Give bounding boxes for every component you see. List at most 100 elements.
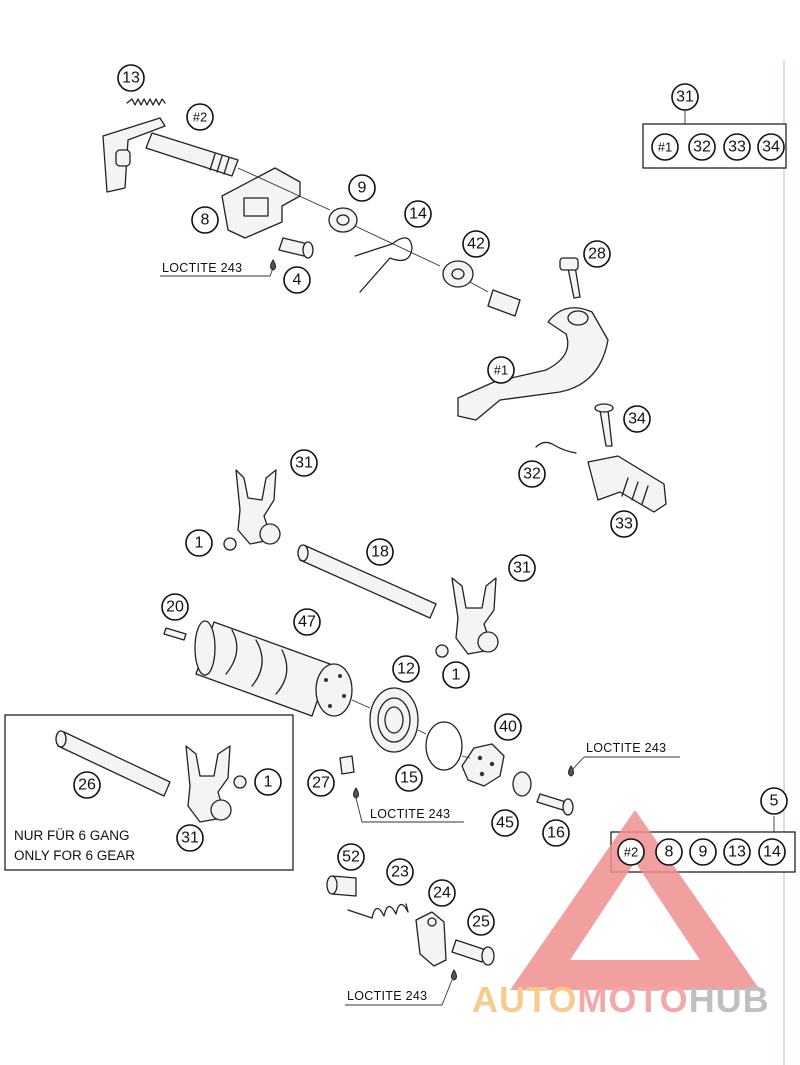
svg-text:14: 14: [763, 844, 781, 861]
svg-text:31: 31: [513, 560, 531, 577]
svg-text:34: 34: [628, 411, 646, 428]
lever-24-hole-drawing: [427, 917, 437, 927]
callout-1-inset: 31: [176, 824, 204, 852]
lever-window-drawing: [243, 197, 269, 217]
callout-5: 5: [760, 787, 788, 815]
loctite-note-2: LOCTITE 243: [586, 741, 666, 755]
svg-text:15: 15: [400, 770, 418, 787]
inset-note-de: NUR FÜR 6 GANG: [14, 828, 130, 843]
part-callouts: 13 #2 9 14 42 8 4 28 #1 34 32 33 31 31 1…: [73, 64, 788, 936]
callout-28: 28: [583, 240, 611, 268]
callout-31: 31: [671, 83, 699, 111]
fork-upper-boss-drawing: [259, 523, 281, 545]
spring-23-drawing: [347, 903, 409, 919]
bearing-40-race-drawing: [377, 697, 411, 743]
bolt-26-drawing: [339, 755, 355, 775]
svg-text:12: 12: [397, 661, 415, 678]
svg-text:28: 28: [588, 246, 606, 263]
bushing-9-drawing: [328, 207, 358, 233]
svg-text:45: 45: [496, 815, 514, 832]
callout-18-right: 1: [442, 661, 470, 689]
svg-text:27: 27: [312, 775, 330, 792]
callout-1-right: 31: [508, 554, 536, 582]
rod-20-end-drawing: [297, 544, 309, 562]
callout-9: 9: [348, 174, 376, 202]
shift-star-15-drawing: [461, 743, 505, 787]
svg-text:13: 13: [122, 70, 140, 87]
kit-31-item-1: #1: [651, 133, 679, 161]
watermark-text-part3: HUB: [689, 979, 770, 1020]
callout-13: 13: [117, 64, 145, 92]
loctite-note-3: LOCTITE 243: [370, 807, 450, 821]
clip-32-drawing: [535, 441, 577, 454]
washer-16-drawing: [512, 771, 532, 797]
callout-25: 25: [467, 908, 495, 936]
callout-42: 42: [462, 230, 490, 258]
kit-5-item-4: 13: [723, 838, 751, 866]
callout-32: 32: [518, 460, 546, 488]
svg-text:18: 18: [371, 544, 389, 561]
svg-text:#2: #2: [193, 110, 207, 125]
svg-text:47: 47: [298, 614, 316, 631]
spring-13-drawing: [126, 98, 166, 106]
kit-31-item-4: 34: [757, 133, 785, 161]
detent-lever-24-drawing: [415, 911, 447, 967]
callout-19: 26: [73, 771, 101, 799]
drum-grooves-drawing: [225, 629, 288, 695]
svg-text:9: 9: [699, 844, 708, 861]
loctite-drop-4-drawing: [451, 969, 457, 981]
star-pin-a: [324, 678, 328, 682]
shift-plate-drawing: [102, 117, 166, 193]
watermark-text: AUTOMOTOHUB: [472, 979, 770, 1020]
loctite-leader-2: [571, 756, 680, 771]
assembly-axis-drawing: [237, 167, 489, 293]
callout-52: 52: [337, 843, 365, 871]
svg-text:26: 26: [78, 777, 96, 794]
callout-34: 34: [623, 405, 651, 433]
inset-fork-boss-drawing: [210, 799, 232, 821]
svg-text:1: 1: [452, 667, 461, 684]
callout-12: 47: [293, 608, 321, 636]
svg-text:20: 20: [166, 599, 184, 616]
svg-text:40: 40: [499, 719, 517, 736]
inset-roller-drawing: [233, 775, 247, 789]
inset-rod-end-drawing: [55, 730, 67, 748]
kit-5-item-5: 14: [758, 838, 786, 866]
bushing-52-end-drawing: [326, 875, 338, 895]
svg-text:8: 8: [665, 844, 674, 861]
shift-shaft-drawing: [145, 132, 239, 177]
loctite-note-4: LOCTITE 243: [347, 989, 427, 1003]
svg-text:24: 24: [433, 885, 451, 902]
svg-text:31: 31: [676, 89, 694, 106]
svg-text:14: 14: [409, 206, 427, 223]
star-pin-c: [342, 694, 346, 698]
plate-stud-drawing: [115, 149, 131, 167]
callout-4: 4: [283, 266, 311, 294]
callout-14: 14: [404, 200, 432, 228]
watermark-logo: AUTOMOTOHUB: [472, 810, 770, 1020]
pin-34-drawing: [599, 409, 613, 447]
bolt-25-head-drawing: [481, 946, 495, 966]
loctite-leader-4: [345, 979, 453, 1006]
callout-1-upper: 31: [290, 449, 318, 477]
svg-text:#1: #1: [494, 363, 508, 378]
inset-note-en: ONLY FOR 6 GEAR: [14, 848, 135, 863]
loctite-leader-1: [160, 267, 274, 277]
bearing-40-drawing: [369, 687, 419, 753]
shift-lever-8-drawing: [221, 167, 301, 239]
svg-text:1: 1: [264, 774, 273, 791]
svg-text:#2: #2: [624, 845, 638, 860]
callout-shift-lever: #1: [487, 356, 515, 384]
svg-text:4: 4: [293, 272, 302, 289]
svg-text:32: 32: [693, 139, 711, 156]
svg-text:52: 52: [342, 849, 360, 866]
svg-text:23: 23: [391, 864, 409, 881]
svg-text:5: 5: [770, 793, 779, 810]
callout-18-upper: 1: [185, 529, 213, 557]
drum-end-drawing: [194, 620, 216, 676]
pin-34-head-drawing: [594, 403, 614, 413]
drum-axis-drawing: [351, 699, 471, 759]
loctite-drop-3-drawing: [353, 787, 359, 799]
watermark-text-part1: AUTO: [472, 979, 577, 1020]
